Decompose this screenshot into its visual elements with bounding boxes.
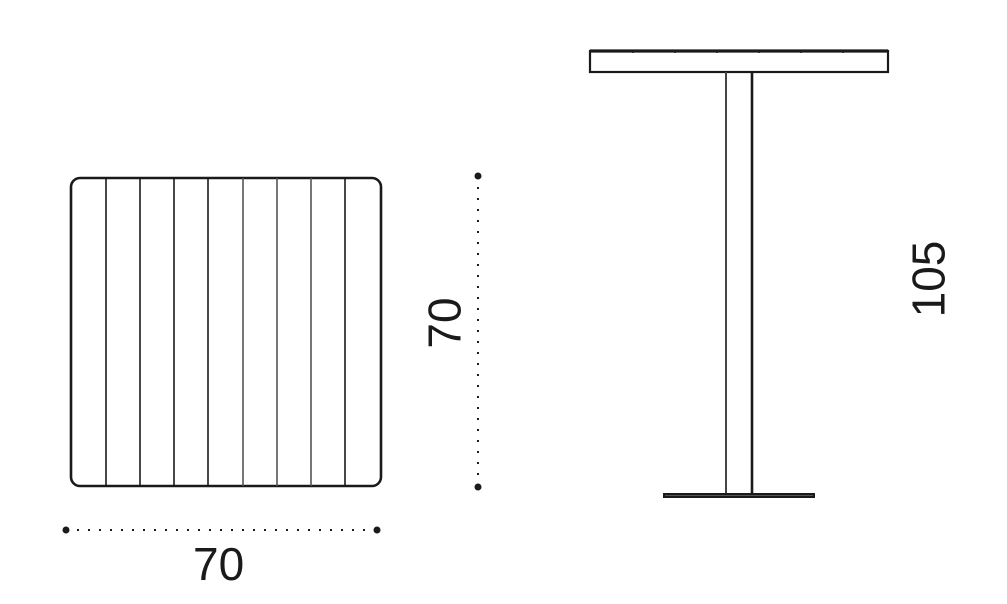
base-plate [663,493,815,498]
side-view-table [588,49,890,498]
top-view-tabletop [69,176,383,488]
tabletop-slat-lines [105,178,346,486]
width-label: 70 [193,538,245,590]
width-dimension-line [62,526,381,534]
depth-label: 70 [418,297,471,349]
tabletop-outline [69,176,383,488]
side-tabletop [588,49,890,74]
side-tabletop-slat-ticks [632,50,844,53]
height-label: 105 [902,240,955,318]
depth-dimension-line [474,172,482,491]
